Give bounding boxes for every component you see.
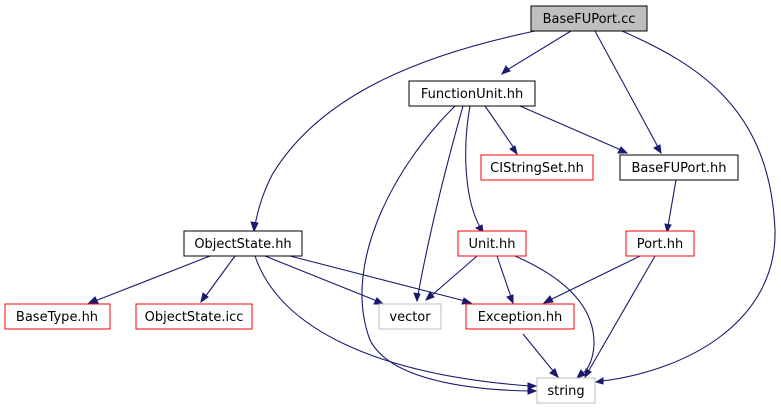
edge-port-hh-to-exception-hh bbox=[542, 255, 641, 304]
edge-objectstate-hh-to-string bbox=[254, 255, 538, 390]
node-string[interactable]: string bbox=[536, 377, 596, 404]
edge-functionunit-hh-to-string bbox=[361, 105, 538, 395]
edge-functionunit-hh-to-basefuport-hh bbox=[519, 105, 629, 154]
edge-functionunit-hh-to-unit-hh bbox=[465, 105, 484, 233]
edge-basefuport-cc-to-string bbox=[594, 30, 776, 385]
svg-text:ObjectState.icc: ObjectState.icc bbox=[145, 310, 244, 325]
node-cistringset-hh[interactable]: CIStringSet.hh bbox=[480, 154, 594, 181]
edge-functionunit-hh-to-vector bbox=[413, 105, 464, 303]
node-basefuport-cc[interactable]: BaseFUPort.cc bbox=[530, 5, 648, 32]
edge-basefuport-cc-to-objectstate-hh bbox=[250, 30, 536, 233]
node-basefuport-hh[interactable]: BaseFUPort.hh bbox=[619, 154, 739, 181]
node-exception-hh[interactable]: Exception.hh bbox=[465, 303, 575, 330]
node-functionunit-hh[interactable]: FunctionUnit.hh bbox=[408, 80, 536, 107]
node-objectstate-icc[interactable]: ObjectState.icc bbox=[135, 303, 253, 330]
edge-unit-hh-to-string bbox=[514, 255, 595, 379]
svg-text:string: string bbox=[547, 384, 584, 399]
edge-unit-hh-to-exception-hh bbox=[496, 255, 514, 305]
node-port-hh[interactable]: Port.hh bbox=[625, 230, 695, 257]
edge-basefuport-hh-to-port-hh bbox=[664, 179, 677, 234]
svg-text:Port.hh: Port.hh bbox=[637, 237, 683, 252]
node-unit-hh[interactable]: Unit.hh bbox=[457, 230, 527, 257]
svg-text:Unit.hh: Unit.hh bbox=[468, 237, 515, 252]
svg-text:CIStringSet.hh: CIStringSet.hh bbox=[490, 161, 584, 176]
node-basetype-hh[interactable]: BaseType.hh bbox=[4, 303, 111, 330]
edge-objectstate-hh-to-basetype-hh bbox=[87, 255, 211, 304]
node-objectstate-hh[interactable]: ObjectState.hh bbox=[183, 230, 303, 257]
edge-basefuport-cc-to-functionunit-hh bbox=[500, 30, 572, 75]
svg-text:ObjectState.hh: ObjectState.hh bbox=[194, 237, 291, 252]
edge-objectstate-hh-to-objectstate-icc bbox=[200, 255, 236, 304]
edge-port-hh-to-string bbox=[584, 255, 656, 379]
edge-basefuport-cc-to-basefuport-hh bbox=[594, 30, 662, 155]
svg-text:FunctionUnit.hh: FunctionUnit.hh bbox=[421, 87, 523, 102]
edge-objectstate-hh-to-exception-hh bbox=[289, 255, 473, 305]
svg-text:BaseType.hh: BaseType.hh bbox=[16, 310, 98, 325]
svg-text:Exception.hh: Exception.hh bbox=[478, 310, 563, 325]
edge-unit-hh-to-vector bbox=[424, 255, 478, 301]
svg-text:BaseFUPort.hh: BaseFUPort.hh bbox=[631, 161, 726, 176]
svg-text:vector: vector bbox=[389, 310, 431, 325]
edge-exception-hh-to-string bbox=[522, 333, 559, 379]
node-vector[interactable]: vector bbox=[378, 303, 442, 330]
svg-text:BaseFUPort.cc: BaseFUPort.cc bbox=[543, 12, 636, 27]
edge-functionunit-hh-to-cistringset-hh bbox=[484, 105, 518, 156]
